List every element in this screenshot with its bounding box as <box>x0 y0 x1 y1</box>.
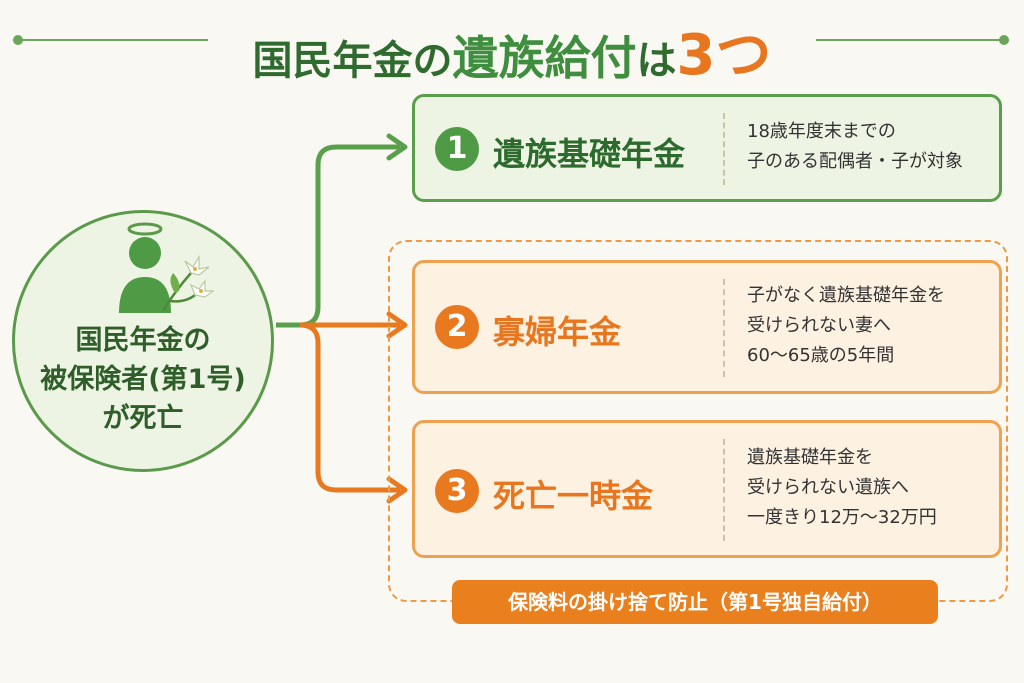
benefit-name: 死亡一時金 <box>493 477 654 515</box>
group-label: 保険料の掛け捨て防止（第1号独自給付） <box>452 580 938 624</box>
divider <box>723 279 725 377</box>
source-line-1: 国民年金の <box>75 325 211 356</box>
title-part-3: は <box>636 38 677 84</box>
title-rule-left <box>13 35 208 45</box>
divider <box>723 439 725 541</box>
desc-line: 子のある配偶者・子が対象 <box>747 151 963 172</box>
arrow-to-benefit-1 <box>276 144 400 328</box>
benefit-description: 子がなく遺族基礎年金を 受けられない妻へ 60〜65歳の5年間 <box>747 281 945 371</box>
benefit-card-3: 3 死亡一時金 遺族基礎年金を 受けられない遺族へ 一度きり12万〜32万円 <box>412 420 1002 558</box>
title-rule-right <box>816 35 1009 45</box>
source-label: 国民年金の 被保険者(第1号) が死亡 <box>15 321 271 438</box>
benefit-card-1: 1 遺族基礎年金 18歳年度末までの 子のある配偶者・子が対象 <box>412 94 1002 202</box>
title-part-5: つ <box>715 23 772 88</box>
desc-line: 子がなく遺族基礎年金を <box>747 285 945 306</box>
desc-line: 18歳年度末までの <box>747 121 896 142</box>
benefit-description: 遺族基礎年金を 受けられない遺族へ 一度きり12万〜32万円 <box>747 443 937 533</box>
divider <box>723 113 725 185</box>
desc-line: 一度きり12万〜32万円 <box>747 507 937 528</box>
title-part-1: 国民年金の <box>252 38 453 84</box>
person-with-halo-icon <box>119 222 215 313</box>
desc-line: 60〜65歳の5年間 <box>747 345 895 366</box>
benefit-number-badge: 1 <box>435 127 479 171</box>
title-part-4: 3 <box>676 23 716 88</box>
page-title: 国民年金の遺族給付は3つ <box>0 10 1024 88</box>
benefit-description: 18歳年度末までの 子のある配偶者・子が対象 <box>747 117 963 177</box>
source-node: 国民年金の 被保険者(第1号) が死亡 <box>12 210 274 472</box>
desc-line: 遺族基礎年金を <box>747 447 873 468</box>
lily-flower-icon <box>161 254 215 312</box>
desc-line: 受けられない妻へ <box>747 315 891 336</box>
source-line-3: が死亡 <box>102 403 184 434</box>
benefit-number-badge: 2 <box>435 305 479 349</box>
benefit-number-badge: 3 <box>435 469 479 513</box>
title-part-2: 遺族給付 <box>452 31 637 85</box>
desc-line: 受けられない遺族へ <box>747 477 909 498</box>
source-line-2: 被保険者(第1号) <box>40 364 246 395</box>
benefit-name: 寡婦年金 <box>493 313 622 351</box>
benefit-name: 遺族基礎年金 <box>493 135 686 173</box>
arrow-to-benefit-3 <box>299 322 400 493</box>
benefit-card-2: 2 寡婦年金 子がなく遺族基礎年金を 受けられない妻へ 60〜65歳の5年間 <box>412 260 1002 394</box>
